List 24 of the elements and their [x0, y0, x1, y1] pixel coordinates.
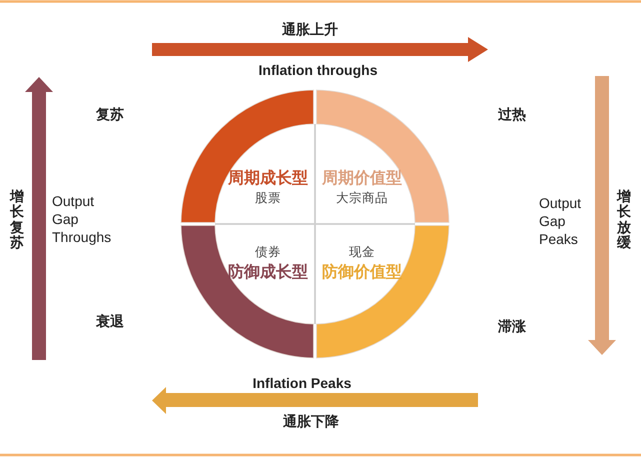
- quadrant-segment: [181, 224, 315, 358]
- arrow-caption: Inflation Peaks: [252, 374, 352, 392]
- arrow-caption: Inflation throughs: [258, 62, 378, 78]
- arrow-caption: 通胀下降: [283, 414, 339, 430]
- asset-class-label: 现金: [349, 244, 375, 260]
- quadrant-segment: [181, 90, 315, 224]
- phase-label: 衰退: [96, 314, 124, 330]
- quadrant-title: 防御成长型: [228, 262, 308, 282]
- axis-caption: 增长放缓: [617, 190, 631, 252]
- quadrant-title: 防御价值型: [322, 262, 402, 282]
- quadrant-title: 周期价值型: [322, 168, 402, 188]
- asset-class-label: 股票: [255, 190, 281, 206]
- phase-label: 过热: [498, 106, 526, 124]
- arrow-caption: 通胀上升: [282, 22, 338, 38]
- axis-caption: 增长复苏: [10, 190, 24, 252]
- asset-class-label: 债券: [255, 244, 281, 260]
- phase-label: 滞涨: [498, 318, 526, 336]
- phase-label: 复苏: [96, 106, 124, 124]
- quadrant-title: 周期成长型: [228, 168, 308, 188]
- axis-caption: Output Gap Peaks: [539, 194, 582, 248]
- quadrant-segment: [315, 90, 449, 224]
- asset-class-label: 大宗商品: [336, 190, 388, 206]
- quadrant-segment: [315, 224, 449, 358]
- axis-caption: Output Gap Throughs: [52, 192, 112, 246]
